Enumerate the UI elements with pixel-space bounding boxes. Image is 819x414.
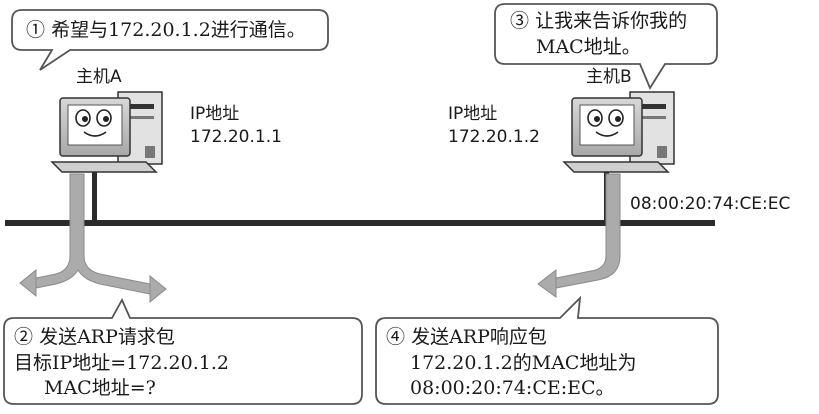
- bubble-3-line-1: 让我来告诉你我的: [535, 10, 687, 32]
- bubble-2-line-1: 发送ARP请求包: [39, 326, 175, 348]
- host-a-name: 主机A: [76, 66, 122, 88]
- bubble-4-number: ④: [386, 326, 405, 348]
- host-b-ip-address: 172.20.1.2: [448, 126, 540, 148]
- host-b-ip-label: IP地址: [448, 103, 497, 125]
- bubble-3-line-2: MAC地址。: [536, 35, 641, 59]
- bubble-1-number: ①: [26, 19, 45, 41]
- bubble-1-text: ① 希望与172.20.1.2进行通信。: [26, 18, 306, 42]
- bubble-3-text-line-1: ③ 让我来告诉你我的: [510, 9, 687, 33]
- bubble-2-number: ②: [14, 326, 33, 348]
- bubble-2-text-line-1: ② 发送ARP请求包: [14, 325, 175, 349]
- bubble-1-line-1: 希望与172.20.1.2进行通信。: [51, 19, 306, 41]
- bubble-4-line-3: 08:00:20:74:CE:EC。: [410, 376, 615, 400]
- bubble-4-text-line-1: ④ 发送ARP响应包: [386, 325, 547, 349]
- host-b-mac-address: 08:00:20:74:CE:EC: [630, 193, 790, 215]
- bubble-4-line-2: 172.20.1.2的MAC地址为: [410, 351, 636, 375]
- host-b-name: 主机B: [586, 66, 632, 88]
- bubble-2-line-2: 目标IP地址=172.20.1.2: [14, 351, 229, 375]
- host-a-computer: [52, 92, 162, 220]
- bubble-4-line-1: 发送ARP响应包: [411, 326, 547, 348]
- arp-reply-arrow: [538, 174, 620, 297]
- bubble-3-number: ③: [510, 10, 529, 32]
- host-a-ip-address: 172.20.1.1: [190, 126, 282, 148]
- host-a-ip-label: IP地址: [190, 103, 239, 125]
- bubble-2-line-3: MAC地址=?: [44, 376, 156, 400]
